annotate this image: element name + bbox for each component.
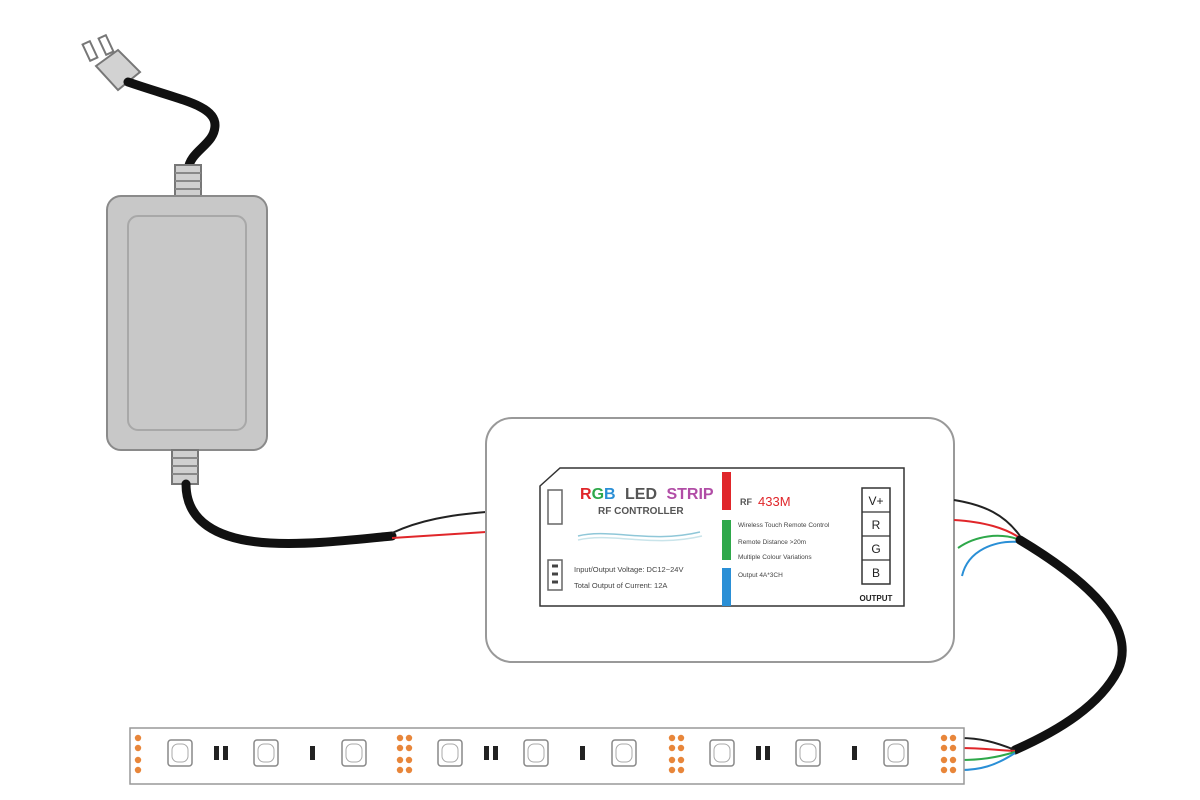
controller-title: RGB LED STRIP [580, 486, 714, 503]
spec-multicolour: Multiple Colour Variations [738, 554, 812, 561]
led-lens [345, 743, 363, 763]
solder-pad-dot [949, 766, 957, 774]
title-g: G [592, 486, 604, 503]
resistor [756, 746, 761, 760]
solder-pad-dot [677, 756, 685, 764]
solder-pad-dot [940, 744, 948, 752]
solder-pad-dot [949, 734, 957, 742]
resistor [223, 746, 228, 760]
rf-controller: RGB LED STRIP RF CONTROLLER Input/Output… [485, 417, 955, 663]
input-connector-icon [547, 489, 563, 525]
spec-distance: Remote Distance >20m [738, 539, 806, 546]
led-chip [437, 739, 463, 767]
solder-pad-dot [405, 766, 413, 774]
green-bar [722, 520, 731, 560]
led-chip [523, 739, 549, 767]
led-strip [129, 727, 965, 785]
red-bar [722, 472, 731, 510]
terminal-r: R [872, 518, 881, 532]
power-adapter [106, 195, 268, 451]
solder-pad-dot [396, 734, 404, 742]
solder-pad-dot [668, 756, 676, 764]
controller-subtitle: RF CONTROLLER [598, 506, 684, 517]
led-chip [167, 739, 193, 767]
output-terminals: V+ R G B OUTPUT [860, 487, 893, 603]
strip-wires [959, 737, 1016, 771]
resistor [484, 746, 489, 760]
solder-pad-dot [940, 734, 948, 742]
led-chip [341, 739, 367, 767]
spec-output: Output 4A*3CH [738, 572, 783, 579]
resistor [765, 746, 770, 760]
solder-pad-dot [940, 766, 948, 774]
wave-decoration [577, 531, 701, 538]
resistor [310, 746, 315, 760]
input-voltage-text: Input/Output Voltage: DC12~24V [574, 565, 683, 574]
solder-pad-dot [405, 734, 413, 742]
title-led: LED [625, 486, 657, 503]
solder-pad-dot [668, 766, 676, 774]
spec-wireless: Wireless Touch Remote Control [738, 522, 830, 529]
adapter-strain-relief-bottom [171, 449, 199, 485]
led-lens [713, 743, 731, 763]
solder-pad-dot [405, 756, 413, 764]
solder-pad-dot [396, 766, 404, 774]
terminal-b: B [872, 566, 880, 580]
led-chip [611, 739, 637, 767]
solder-pad-dot [949, 756, 957, 764]
led-lens [527, 743, 545, 763]
led-chip [253, 739, 279, 767]
solder-pad-dot [134, 756, 142, 764]
solder-pad-dot [677, 744, 685, 752]
resistor [214, 746, 219, 760]
solder-pad-dot [396, 744, 404, 752]
solder-pad-dot [668, 744, 676, 752]
dc-cable [181, 479, 397, 548]
resistor [852, 746, 857, 760]
dc-wire-red [391, 531, 487, 539]
led-chip [883, 739, 909, 767]
title-r: R [580, 486, 592, 503]
solder-pad-dot [134, 734, 142, 742]
title-strip: STRIP [666, 486, 713, 503]
led-chip [795, 739, 821, 767]
solder-pad-dot [940, 756, 948, 764]
led-lens [615, 743, 633, 763]
led-lens [799, 743, 817, 763]
led-lens [257, 743, 275, 763]
ac-cable [123, 77, 220, 175]
solder-pad-dot [949, 744, 957, 752]
rf-prefix: RF [740, 497, 752, 507]
solder-pad-dot [134, 744, 142, 752]
dc-wire-black [391, 511, 487, 534]
terminal-vplus: V+ [868, 494, 883, 508]
output-label: OUTPUT [860, 594, 893, 603]
terminal-g: G [871, 542, 880, 556]
rf-frequency: 433M [758, 494, 791, 509]
output-cable [1010, 535, 1127, 755]
led-chip [709, 739, 735, 767]
solder-pad-dot [396, 756, 404, 764]
solder-pad-dot [405, 744, 413, 752]
solder-pad-dot [677, 766, 685, 774]
solder-pad-dot [668, 734, 676, 742]
output-wires [953, 499, 1021, 577]
solder-pad-dot [134, 766, 142, 774]
title-b: B [604, 486, 616, 503]
adapter-strain-relief-top [174, 164, 202, 198]
resistor [493, 746, 498, 760]
solder-pad-dot [677, 734, 685, 742]
blue-bar [722, 568, 731, 606]
led-lens [171, 743, 189, 763]
led-lens [887, 743, 905, 763]
led-lens [441, 743, 459, 763]
total-current-text: Total Output of Current: 12A [574, 581, 667, 590]
resistor [580, 746, 585, 760]
